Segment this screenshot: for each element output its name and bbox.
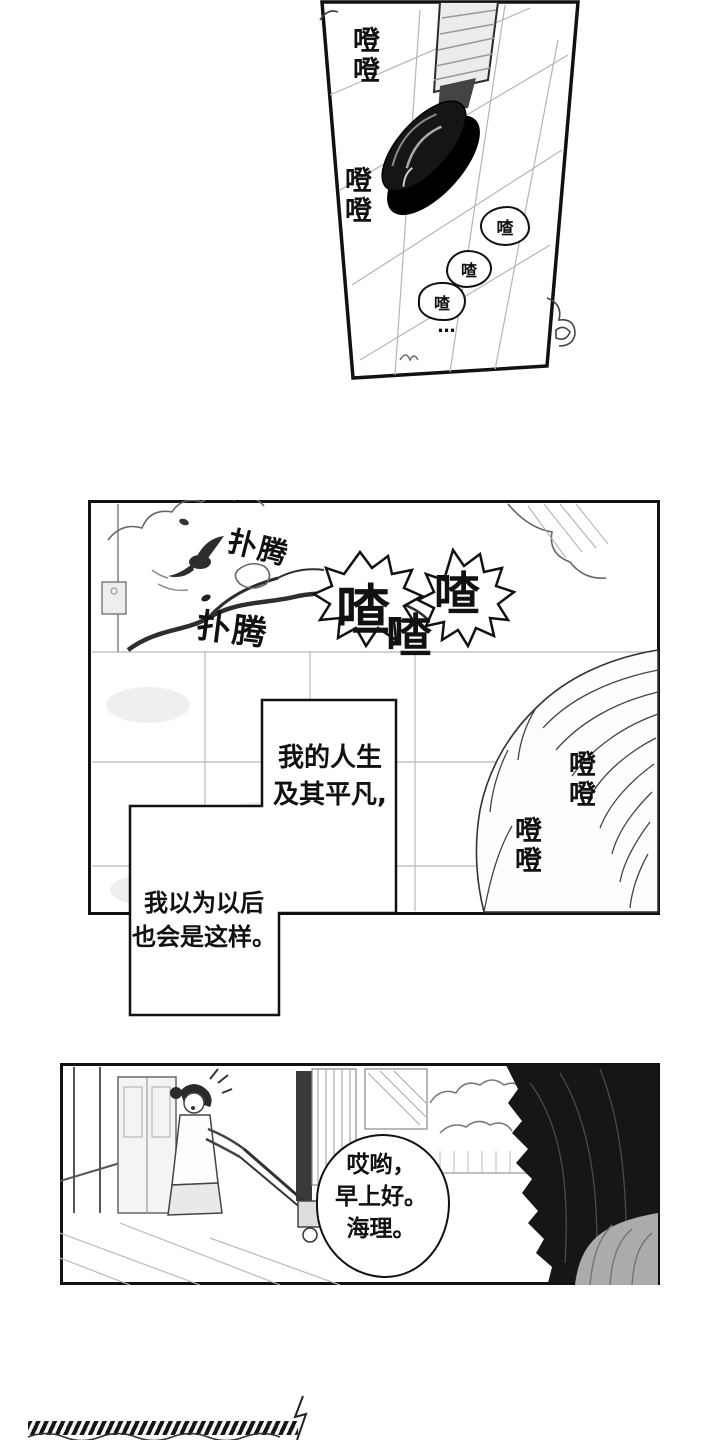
chirp-trail-dots: …	[436, 316, 457, 340]
panel1-artwork	[320, 0, 580, 380]
chirp-bubble-2: 喳	[446, 250, 492, 288]
chirp-bubble-1-text: 喳	[496, 218, 514, 239]
caption-b-line2: 也会是这样。	[132, 923, 276, 951]
sfx-footsteps-right-1: 噔噔	[564, 750, 595, 811]
sfx-chirp-big-1: 喳	[336, 579, 390, 642]
sfx-chirp-big-2: 喳	[434, 567, 480, 621]
caption-boxes	[128, 698, 398, 1017]
foreground-character-hair	[506, 1065, 658, 1285]
speech-line2: 早上好。	[335, 1184, 427, 1210]
speech-bubble	[316, 1134, 450, 1278]
sfx-footsteps-right-2: 噔噔	[510, 816, 541, 877]
trouser-leg	[432, 2, 500, 94]
bird	[151, 536, 224, 592]
sfx-chirp-big-3: 喳	[386, 609, 432, 663]
caption-a-line1: 我的人生	[277, 743, 382, 773]
panel3: 哎哟， 早上好。 海理。	[60, 1063, 660, 1285]
chirp-bubble-3-text: 喳	[433, 293, 450, 313]
spiky-chirp-bubbles	[311, 547, 517, 649]
chirp-bubble-3: 喳	[418, 282, 466, 321]
sfx-footsteps-mid: 噔噔	[340, 166, 371, 227]
bottom-panel-hatch-strip	[28, 1421, 298, 1435]
chirp-bubble-2-text: 喳	[460, 261, 477, 280]
loafer-shoe	[381, 100, 480, 216]
caption-b-line1: 我以为以后	[144, 889, 264, 917]
caption-a-line2: 及其平凡,	[273, 780, 387, 810]
speech-line3: 海理。	[346, 1216, 416, 1242]
sfx-flap-bottom: 扑腾	[194, 605, 271, 655]
foreground-hair	[475, 649, 659, 913]
sfx-footsteps-top: 噔噔	[348, 26, 379, 87]
chirp-bubble-1: 喳	[480, 206, 530, 246]
speech-line1: 哎哟，	[346, 1152, 416, 1178]
